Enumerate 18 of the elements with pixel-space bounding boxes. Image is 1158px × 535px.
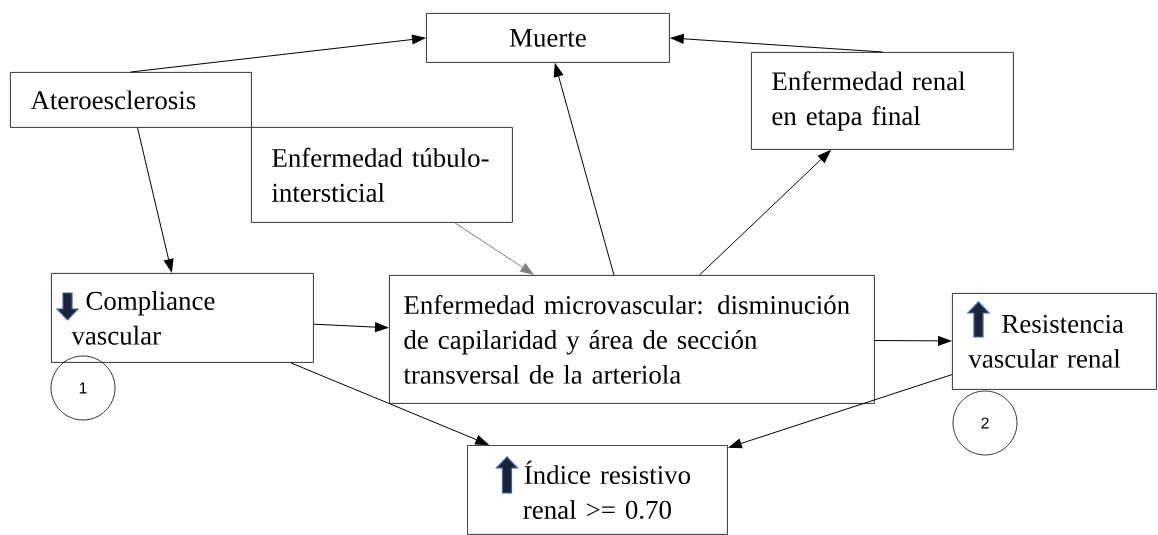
arrow — [130, 34, 426, 73]
arrow — [553, 63, 615, 276]
arrow — [454, 222, 534, 275]
arrow — [137, 127, 174, 273]
arrow — [670, 33, 883, 53]
arrow — [290, 362, 489, 445]
process-box: Índice resistivo renal >= 0.70 — [467, 445, 728, 535]
arrow — [728, 374, 953, 449]
process-box: Compliance vascular — [51, 273, 314, 363]
arrow — [874, 335, 951, 346]
process-box: Ateroesclerosis — [10, 72, 252, 128]
process-box: Enfermedad renal en etapa final — [751, 52, 1014, 150]
process-box: Muerte — [426, 13, 670, 63]
process-box: Enfermedad túbulo-intersticial — [251, 127, 513, 223]
arrow — [699, 150, 831, 276]
process-box: Resistencia vascular renal — [952, 293, 1157, 390]
arrow — [313, 322, 388, 333]
process-box: Enfermedad microvascular: disminución de capilaridad y área de sección transversal de la arteriola — [389, 275, 875, 404]
